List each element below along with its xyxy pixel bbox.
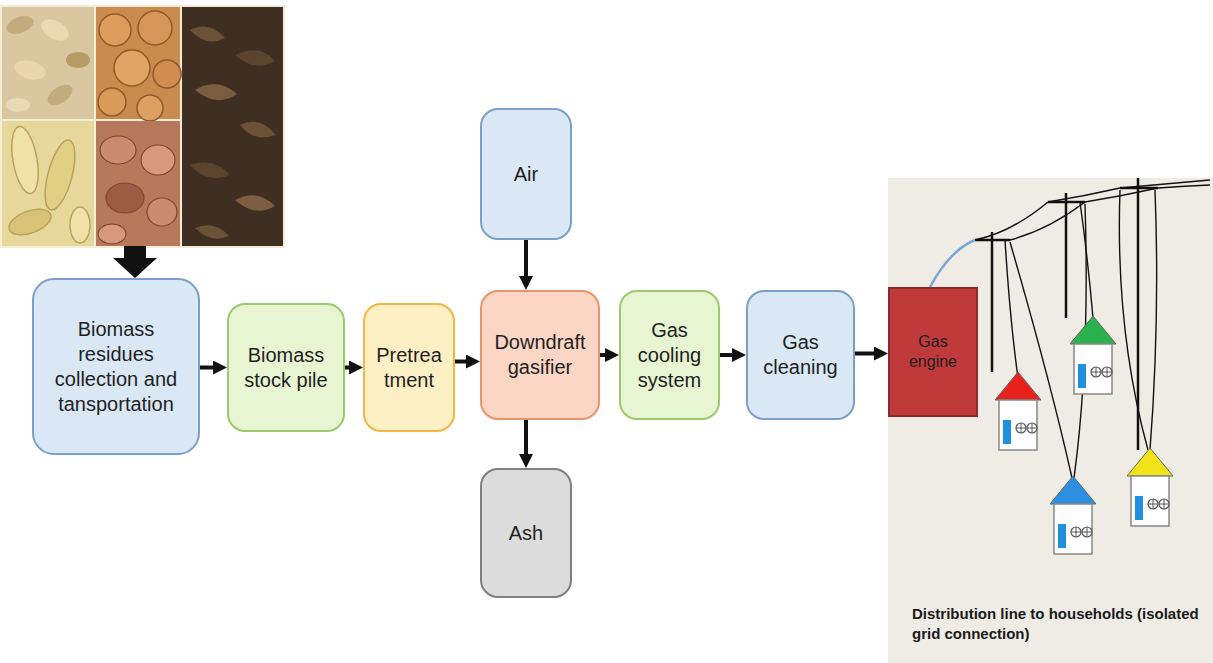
flow-arrow	[524, 240, 528, 284]
power-lines	[1048, 188, 1120, 202]
power-lines	[975, 202, 1048, 240]
node-text: Biomass residues collection and tansport…	[44, 317, 188, 417]
biomass-photos	[195, 84, 237, 100]
input-box: Air	[480, 108, 572, 240]
biomass-photos	[39, 137, 81, 213]
caption-label: Distribution line to households (isolate…	[912, 604, 1208, 643]
power-lines	[1119, 190, 1148, 450]
biomass-photos	[235, 50, 275, 66]
distribution-illustration	[888, 178, 1213, 663]
biomass-photos	[2, 121, 94, 246]
utility-poles	[975, 178, 1158, 450]
flow-arrow	[855, 352, 882, 356]
biomass-photos	[12, 57, 48, 83]
house	[995, 372, 1041, 450]
process-box: Biomass residues collection and tansport…	[32, 278, 200, 455]
process-box: Gas cooling system	[619, 290, 720, 420]
biomass-photos	[44, 80, 76, 109]
biomass-photos	[0, 5, 285, 248]
flow-arrow	[113, 246, 157, 278]
process-box: Pretrea tment	[363, 303, 455, 432]
biomass-photos	[0, 5, 285, 278]
power-lines	[975, 180, 1210, 478]
power-lines	[1150, 190, 1157, 450]
utility-poles	[1065, 193, 1068, 318]
biomass-photos	[235, 195, 275, 211]
flow-arrow	[720, 353, 740, 357]
biomass-photos	[147, 198, 177, 226]
biomass-photos	[190, 26, 225, 41]
flow-arrow	[200, 366, 221, 370]
output-box: Ash	[480, 468, 572, 598]
biomass-photos	[190, 163, 230, 179]
biomass-photos	[137, 95, 163, 121]
node-text: Ash	[509, 521, 543, 546]
node-text: Downdraft gasifier	[488, 330, 592, 380]
utility-poles	[991, 232, 994, 372]
biomass-photos	[6, 204, 55, 240]
process-box: Gas cleaning	[746, 290, 855, 420]
biomass-photos	[38, 15, 73, 46]
biomass-photos	[195, 225, 229, 238]
engine-box: Gas engine	[888, 287, 978, 417]
biomass-photos	[138, 11, 172, 45]
biomass-photos	[7, 124, 42, 195]
biomass-photos	[240, 122, 276, 138]
biomass-photos	[100, 136, 136, 164]
power-lines	[1158, 185, 1210, 188]
biomass-photos	[98, 88, 126, 116]
flow-arrow	[600, 353, 613, 357]
biomass-photos	[98, 224, 126, 244]
biomass-photos	[182, 7, 283, 246]
distribution-illustration	[888, 178, 1213, 663]
node-text: Biomass stock pile	[235, 343, 337, 393]
flow-arrow	[524, 420, 528, 462]
node-text: Gas cleaning	[754, 330, 847, 380]
supply-wire	[930, 240, 975, 287]
biomass-photos	[6, 98, 30, 112]
house	[1127, 448, 1173, 526]
house	[1050, 476, 1096, 554]
flow-arrow	[455, 360, 474, 364]
biomass-photos	[114, 50, 150, 86]
power-lines	[1010, 202, 1085, 240]
biomass-photos	[106, 183, 144, 213]
biomass-photos	[2, 7, 94, 119]
node-text: Gas engine	[893, 332, 973, 372]
biomass-photos	[99, 14, 131, 46]
flow-arrow	[345, 366, 357, 370]
process-box: Biomass stock pile	[227, 303, 345, 432]
node-text: Gas cooling system	[627, 318, 712, 393]
power-lines	[1085, 188, 1158, 202]
house	[1070, 316, 1116, 394]
node-text: Air	[514, 162, 538, 187]
biomass-photos	[4, 13, 36, 38]
biomass-photos	[141, 145, 175, 175]
biomass-photos	[66, 52, 90, 68]
node-text: Pretrea tment	[371, 343, 447, 393]
biomass-photos	[153, 60, 181, 88]
process-box: Downdraft gasifier	[480, 290, 600, 420]
biomass-photos	[96, 121, 180, 246]
biomass-photos	[70, 207, 90, 243]
power-lines	[1120, 180, 1210, 188]
